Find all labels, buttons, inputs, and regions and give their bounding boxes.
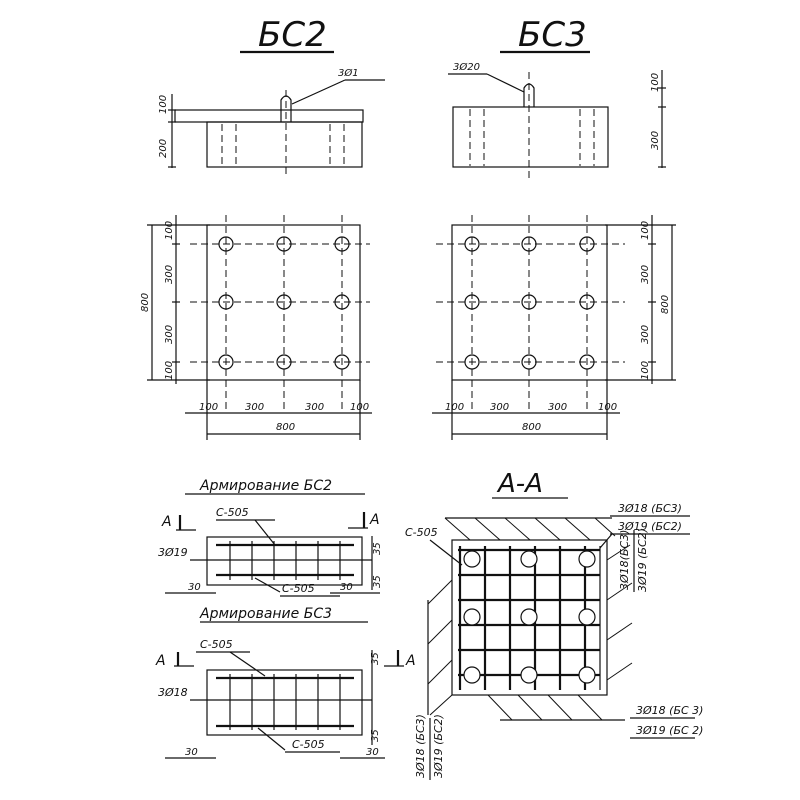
hole	[520, 666, 538, 684]
plan-bs2-v-300a: 300	[164, 265, 175, 284]
section-aa-top-label-2: 3Ø19 (БС2)	[618, 520, 682, 533]
arm-bs3-dim-bottom: 35	[370, 729, 381, 742]
hole	[218, 294, 234, 310]
hole	[578, 550, 596, 568]
plan-bs3-bottom-overall: 800	[522, 422, 541, 433]
section-aa-bottom-label-2: 3Ø19 (БС 2)	[636, 724, 703, 737]
section-aa-mesh: С-505	[405, 526, 438, 539]
hole	[463, 550, 481, 568]
plan-bs2: 800 100 300 300 100 100 300 300 100 800	[140, 215, 372, 440]
arm-bs3-mesh-top: С-505	[200, 638, 233, 651]
hole	[334, 294, 350, 310]
arm-bs3-cover-right: 30	[366, 747, 379, 758]
plan-bs3-v-100a: 100	[640, 221, 651, 240]
plan-bs3-v-300a: 300	[640, 265, 651, 284]
hole	[464, 236, 480, 252]
elevation-bs2: 3Ø1 100 200	[158, 67, 385, 178]
elev-bs2-dim-100: 100	[158, 95, 169, 114]
arm-bs2-bar: 3Ø19	[158, 546, 188, 559]
plan-bs2-bottom-overall: 800	[276, 422, 295, 433]
plan-bs3-h-300b: 300	[548, 402, 567, 413]
elev-bs3-dim-100: 100	[650, 73, 661, 92]
section-aa: А-А	[405, 469, 703, 780]
rod-label-bs2: 3Ø1	[338, 67, 359, 79]
arm-bs3: Армирование БС3 3Ø18 А А С-505 С-505 30 …	[155, 606, 416, 759]
plan-bs3-v-100b: 100	[640, 361, 651, 380]
plan-bs2-v-100a: 100	[164, 221, 175, 240]
hole	[276, 354, 292, 370]
hole	[579, 354, 595, 370]
plan-bs2-holes	[218, 236, 350, 370]
title-bs3-group: БС3	[500, 15, 590, 55]
plan-bs2-v-100b: 100	[164, 361, 175, 380]
plan-bs3: 100 300 800 300 100 100 300 300 100 800	[432, 215, 676, 440]
arm-bs2-cover-left: 30	[188, 582, 201, 593]
hole	[463, 666, 481, 684]
plan-bs3-holes	[464, 236, 595, 370]
arm-bs2-mesh-top: С-505	[216, 506, 249, 519]
section-aa-top-label-1: 3Ø18 (БС3)	[618, 502, 682, 515]
title-bs3: БС3	[518, 15, 587, 55]
arm-bs3-mesh-bottom: С-505	[292, 738, 325, 751]
section-aa-right-label-1: 3Ø18(БС3)	[618, 530, 631, 590]
plan-bs3-v-300b: 300	[640, 325, 651, 344]
elevation-bs3: 3Ø20 100 300	[448, 61, 666, 180]
hole	[218, 236, 234, 252]
hole	[521, 236, 537, 252]
hole	[579, 294, 595, 310]
arm-bs2-cover-right: 30	[340, 582, 353, 593]
elev-bs3-dim-300: 300	[650, 131, 661, 150]
plan-bs2-h-300a: 300	[245, 402, 264, 413]
plan-bs3-overall: 800	[660, 295, 671, 314]
hole	[334, 354, 350, 370]
title-bs2: БС2	[258, 15, 327, 55]
arm-bs3-cover-left: 30	[185, 747, 198, 758]
hole	[334, 236, 350, 252]
elev-bs2-dim-200: 200	[158, 139, 169, 158]
arm-bs2-mesh-bottom: С-505	[282, 582, 315, 595]
plan-bs2-overall: 800	[140, 293, 151, 312]
hole	[464, 294, 480, 310]
plan-bs2-h-300b: 300	[305, 402, 324, 413]
arm-bs3-section-left: А	[155, 653, 166, 669]
hole	[520, 608, 538, 626]
section-aa-right-label-2: 3Ø19 (БС2)	[636, 528, 649, 592]
hole	[464, 354, 480, 370]
arm-bs3-section-right: А	[405, 653, 416, 669]
arm-bs3-bar: 3Ø18	[158, 686, 188, 699]
plan-bs3-h-300a: 300	[490, 402, 509, 413]
arm-bs2-title: Армирование БС2	[199, 478, 332, 494]
arm-bs2: Армирование БС2 3Ø19 А А С-505 С-505 30 …	[158, 478, 383, 597]
hole	[521, 354, 537, 370]
hole	[578, 608, 596, 626]
arm-bs2-outline	[206, 536, 363, 586]
arm-bs3-outline	[206, 669, 363, 736]
hole	[463, 608, 481, 626]
hole	[579, 236, 595, 252]
arm-bs2-section-left: А	[161, 514, 172, 530]
hole	[520, 550, 538, 568]
plan-bs2-h-100a: 100	[199, 402, 218, 413]
hole	[276, 294, 292, 310]
hole	[276, 236, 292, 252]
arm-bs3-dim-top: 35	[370, 652, 381, 665]
hole	[521, 294, 537, 310]
section-aa-left-label-2: 3Ø19 (БС2)	[432, 714, 445, 778]
rod-label-bs3: 3Ø20	[453, 61, 480, 73]
arm-bs3-title: Армирование БС3	[199, 606, 332, 622]
section-aa-bottom-label-1: 3Ø18 (БС 3)	[636, 704, 703, 717]
arm-bs2-dim-top: 35	[372, 542, 383, 555]
arm-bs2-dim-bottom: 35	[372, 575, 383, 588]
section-aa-title: А-А	[496, 469, 543, 499]
title-bs2-group: БС2	[240, 15, 334, 55]
plan-bs2-v-300b: 300	[164, 325, 175, 344]
hole	[578, 666, 596, 684]
hole	[218, 354, 234, 370]
section-aa-left-label-1: 3Ø18 (БС3)	[414, 714, 427, 778]
arm-bs2-section-right: А	[369, 512, 380, 528]
plan-bs3-h-100a: 100	[445, 402, 464, 413]
